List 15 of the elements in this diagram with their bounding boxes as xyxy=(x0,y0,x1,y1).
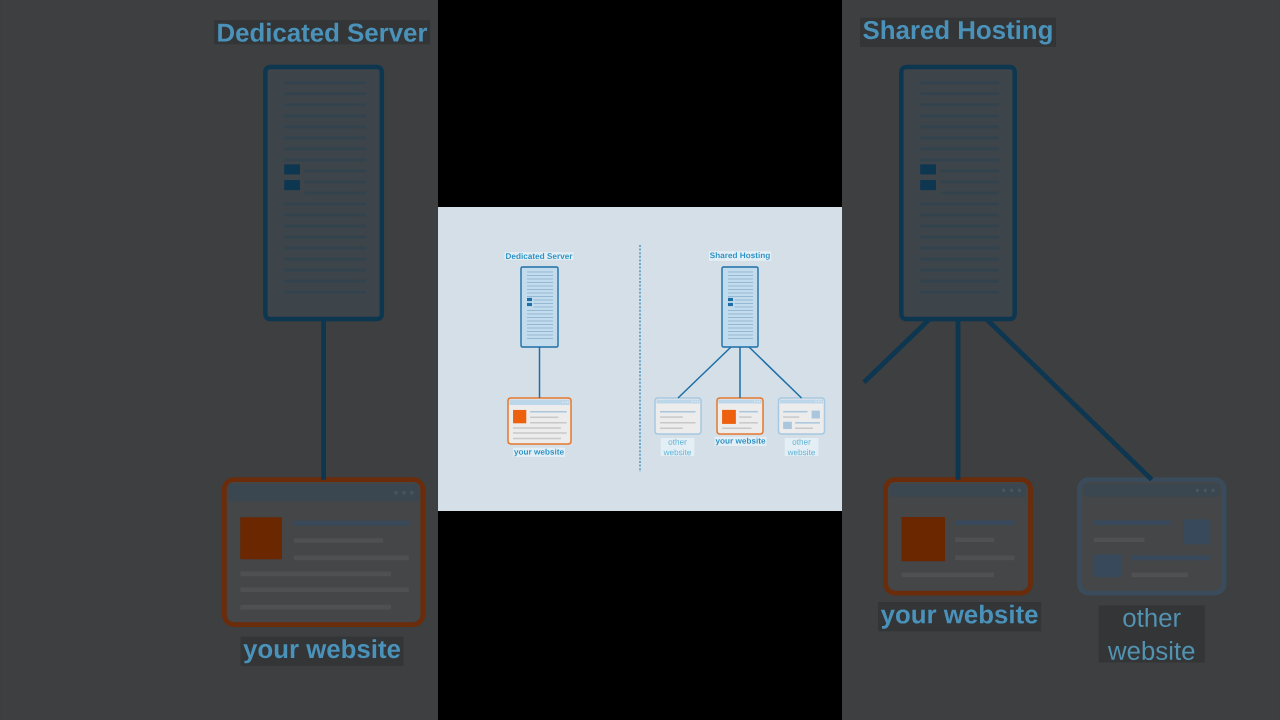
heading: Shared Hosting xyxy=(860,17,1056,47)
website-label: your website xyxy=(714,436,767,447)
website-label: other website xyxy=(1098,605,1205,663)
heading: Shared Hosting xyxy=(708,251,772,261)
heading: Dedicated Server xyxy=(213,20,431,45)
connector-line xyxy=(538,346,541,399)
connector-line xyxy=(748,346,803,399)
connector-line xyxy=(321,319,326,480)
website-label: your website xyxy=(240,636,404,666)
website-label: your website xyxy=(513,447,565,458)
connector-line xyxy=(955,319,961,480)
connector-line xyxy=(739,346,741,399)
connector-line xyxy=(677,346,732,399)
heading: Dedicated Server xyxy=(504,252,574,260)
website-label: your website xyxy=(878,602,1042,632)
